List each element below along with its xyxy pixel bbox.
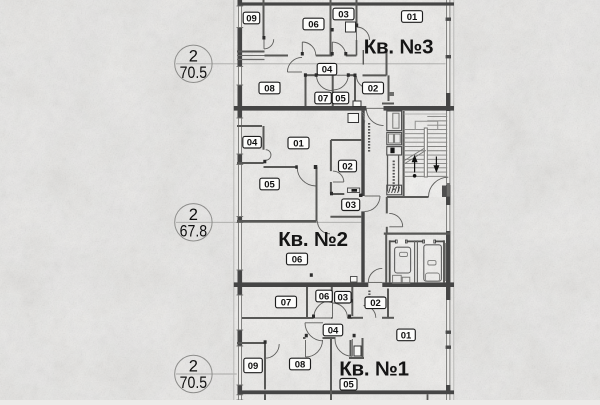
svg-text:02: 02 xyxy=(370,298,381,309)
svg-text:Кв. №2: Кв. №2 xyxy=(278,228,348,251)
svg-text:05: 05 xyxy=(343,380,354,391)
svg-text:02: 02 xyxy=(342,161,353,172)
svg-text:08: 08 xyxy=(264,83,275,94)
svg-text:01: 01 xyxy=(293,138,304,149)
svg-text:05: 05 xyxy=(264,179,275,190)
svg-text:03: 03 xyxy=(338,293,349,304)
svg-text:06: 06 xyxy=(292,254,303,265)
svg-text:06: 06 xyxy=(319,291,330,302)
svg-text:Кв. №1: Кв. №1 xyxy=(339,358,409,381)
svg-text:04: 04 xyxy=(328,325,339,336)
svg-text:01: 01 xyxy=(401,330,412,341)
svg-text:02: 02 xyxy=(368,83,379,94)
svg-text:04: 04 xyxy=(322,65,333,76)
svg-text:Кв. №3: Кв. №3 xyxy=(364,36,434,59)
svg-text:06: 06 xyxy=(308,19,319,30)
svg-text:03: 03 xyxy=(345,200,356,211)
svg-text:09: 09 xyxy=(246,13,257,24)
svg-text:01: 01 xyxy=(407,12,418,23)
svg-text:04: 04 xyxy=(247,138,258,149)
svg-text:07: 07 xyxy=(281,297,292,308)
svg-text:05: 05 xyxy=(335,93,346,104)
svg-text:70.5: 70.5 xyxy=(180,63,208,82)
svg-text:08: 08 xyxy=(295,359,306,370)
svg-text:70.5: 70.5 xyxy=(180,373,208,392)
svg-text:09: 09 xyxy=(248,361,259,372)
svg-text:67.8: 67.8 xyxy=(180,221,208,240)
svg-text:07: 07 xyxy=(318,93,329,104)
svg-text:03: 03 xyxy=(338,9,349,20)
